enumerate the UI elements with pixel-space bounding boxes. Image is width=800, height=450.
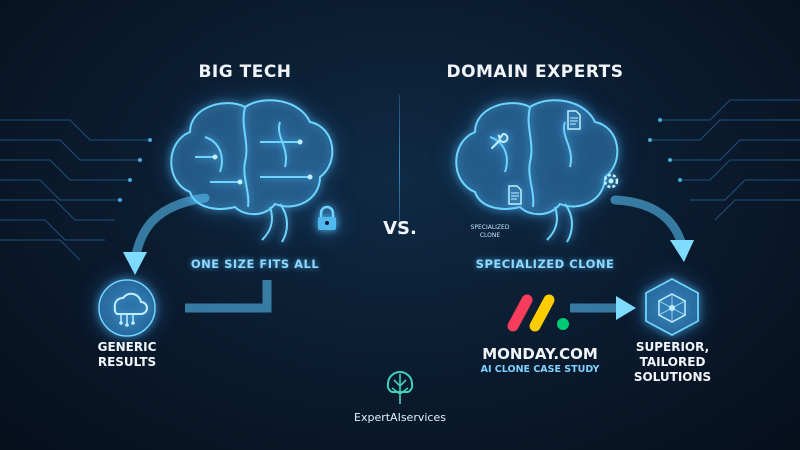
superior-solutions-caption: SUPERIOR, TAILORED SOLUTIONS [620, 340, 725, 385]
case-study-subtitle: AI CLONE CASE STUDY [480, 364, 600, 375]
right-flow-arrows [570, 195, 694, 320]
tag-line: CLONE [479, 232, 501, 239]
gear-icon [603, 173, 619, 189]
left-heading: BIG TECH [198, 62, 292, 82]
brand-tree-brain-icon [386, 371, 414, 404]
left-subtitle: ONE SIZE FITS ALL [190, 257, 320, 271]
right-subtitle: SPECIALIZED CLONE [475, 257, 615, 271]
left-brain-icon [170, 99, 334, 243]
lock-icon [318, 205, 336, 230]
wrench-icon [491, 133, 509, 149]
caption-line: SOLUTIONS [633, 370, 712, 384]
monday-logo [507, 294, 569, 332]
caption-line: TAILORED [639, 355, 706, 369]
center-divider [399, 95, 400, 235]
specialized-clone-tag: SPECIALIZED CLONE [455, 224, 525, 240]
tag-line: SPECIALIZED [470, 224, 510, 231]
cloud-network-icon [98, 279, 156, 337]
document-icon [508, 185, 522, 205]
document-icon [567, 110, 581, 130]
brand-name: ExpertAIservices [354, 411, 446, 424]
case-study-title: MONDAY.COM [482, 345, 598, 363]
cube-network-icon [645, 277, 699, 337]
caption-line: SUPERIOR, [635, 340, 710, 354]
caption-line: GENERIC [97, 340, 157, 354]
left-flow-arrows [123, 193, 272, 313]
generic-results-caption: GENERIC RESULTS [87, 340, 167, 370]
vs-label: VS. [383, 218, 417, 239]
caption-line: RESULTS [97, 355, 157, 369]
right-heading: DOMAIN EXPERTS [446, 62, 624, 82]
